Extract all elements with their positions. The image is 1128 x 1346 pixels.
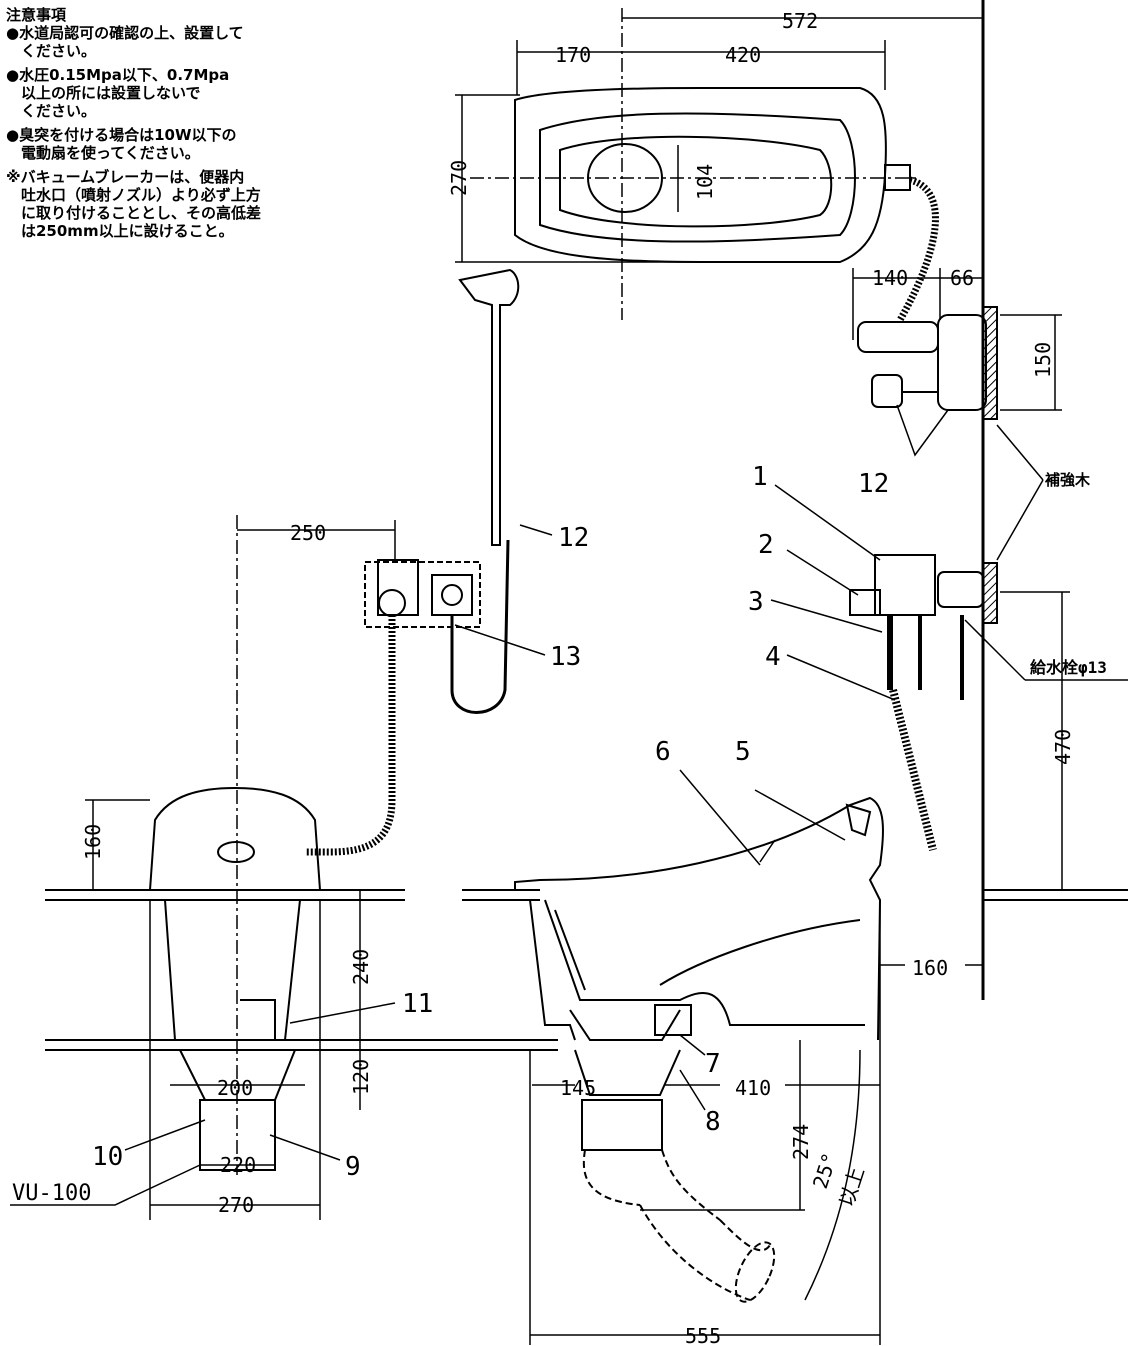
dim-410: 410 <box>735 1076 771 1100</box>
dim-104: 104 <box>693 164 717 200</box>
part-4: 4 <box>765 642 781 672</box>
part-9: 9 <box>345 1152 361 1182</box>
part-12-left: 12 <box>558 523 589 553</box>
dim-220: 220 <box>220 1153 256 1177</box>
dim-145: 145 <box>560 1076 596 1100</box>
dim-420: 420 <box>725 43 761 67</box>
part-3: 3 <box>748 587 764 617</box>
dim-160-left: 160 <box>81 824 105 860</box>
part-6: 6 <box>655 737 671 767</box>
label-pipe: VU-100 <box>12 1181 91 1206</box>
part-11: 11 <box>402 989 433 1019</box>
dim-572: 572 <box>782 9 818 33</box>
dim-66: 66 <box>950 266 974 290</box>
note-item-3: ●臭突を付ける場合は10W以下の 電動扇を使ってください。 <box>6 126 237 162</box>
dim-120: 120 <box>349 1059 373 1095</box>
notes-title: 注意事項 <box>6 6 67 24</box>
dim-170: 170 <box>555 43 591 67</box>
part-10: 10 <box>92 1142 123 1172</box>
dim-200: 200 <box>217 1076 253 1100</box>
dim-555: 555 <box>685 1324 721 1346</box>
angle-suffix: 以上 <box>834 1164 869 1209</box>
part-13: 13 <box>550 642 581 672</box>
label-hokyouboku: 補強木 <box>1044 471 1091 489</box>
dim-470: 470 <box>1051 729 1075 765</box>
dim-250: 250 <box>290 521 326 545</box>
dim-270-bottom: 270 <box>218 1193 254 1217</box>
part-12-top: 12 <box>858 469 889 499</box>
note-item-2: ●水圧0.15Mpa以下、0.7Mpa 以上の所には設置しないで ください。 <box>6 66 230 120</box>
notes-panel: 注意事項 ●水道局認可の確認の上、設置して ください。 ●水圧0.15Mpa以下… <box>6 6 306 246</box>
dim-240: 240 <box>349 949 373 985</box>
dim-150: 150 <box>1031 342 1055 378</box>
part-8: 8 <box>705 1107 721 1137</box>
dim-270-top: 270 <box>447 160 471 196</box>
dim-274: 274 <box>789 1124 813 1160</box>
part-1: 1 <box>752 462 768 492</box>
dim-160-right: 160 <box>912 956 948 980</box>
part-5: 5 <box>735 737 751 767</box>
part-7: 7 <box>705 1049 721 1079</box>
angle-value: 25° <box>808 1150 842 1192</box>
dim-140: 140 <box>872 266 908 290</box>
part-2: 2 <box>758 530 774 560</box>
note-item-4: ※バキュームブレーカーは、便器内 吐水口（噴射ノズル）より必ず上方 に取り付ける… <box>6 168 262 240</box>
note-item-1: ●水道局認可の確認の上、設置して ください。 <box>6 24 244 60</box>
label-kyusuisen: 給水栓φ13 <box>1030 658 1107 677</box>
